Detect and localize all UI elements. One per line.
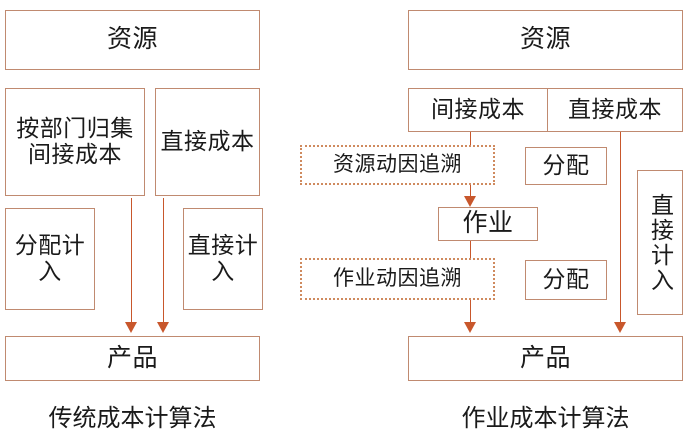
left-direct-cost-box: 直接成本 xyxy=(155,88,260,196)
left-resource-box: 资源 xyxy=(5,10,260,70)
right-resource-box: 资源 xyxy=(408,10,683,70)
arrowhead-direct-to-product-right xyxy=(614,322,626,333)
right-panel-caption: 作业成本计算法 xyxy=(461,406,630,432)
connector-line-direct-to-product xyxy=(163,198,164,324)
connector-line-indirect-to-product xyxy=(131,198,132,324)
left-direct-charge-box: 直接计入 xyxy=(183,208,263,310)
right-direct-charge-box: 直接计入 xyxy=(637,170,683,315)
activity-driver-tracing-box: 作业动因追溯 xyxy=(300,258,495,300)
arrowhead-activity-to-product xyxy=(464,322,476,333)
left-indirect-cost-box: 按部门归集间接成本 xyxy=(5,88,145,196)
arrowhead-direct-to-product xyxy=(157,322,169,333)
right-allocate-box-upper: 分配 xyxy=(525,147,607,185)
resource-driver-tracing-box: 资源动因追溯 xyxy=(300,145,495,185)
right-direct-cost-box: 直接成本 xyxy=(547,88,683,132)
activity-box: 作业 xyxy=(438,207,538,241)
arrowhead-indirect-to-product xyxy=(125,322,137,333)
left-product-box: 产品 xyxy=(5,336,260,381)
connector-line-direct-to-product-right xyxy=(620,132,621,324)
right-product-box: 产品 xyxy=(408,336,683,381)
right-allocate-box-lower: 分配 xyxy=(525,260,607,300)
left-panel-caption: 传统成本计算法 xyxy=(48,406,217,432)
left-allocate-box: 分配计入 xyxy=(5,208,95,310)
right-indirect-cost-box: 间接成本 xyxy=(408,88,548,132)
arrowhead-indirect-to-activity xyxy=(464,196,476,207)
